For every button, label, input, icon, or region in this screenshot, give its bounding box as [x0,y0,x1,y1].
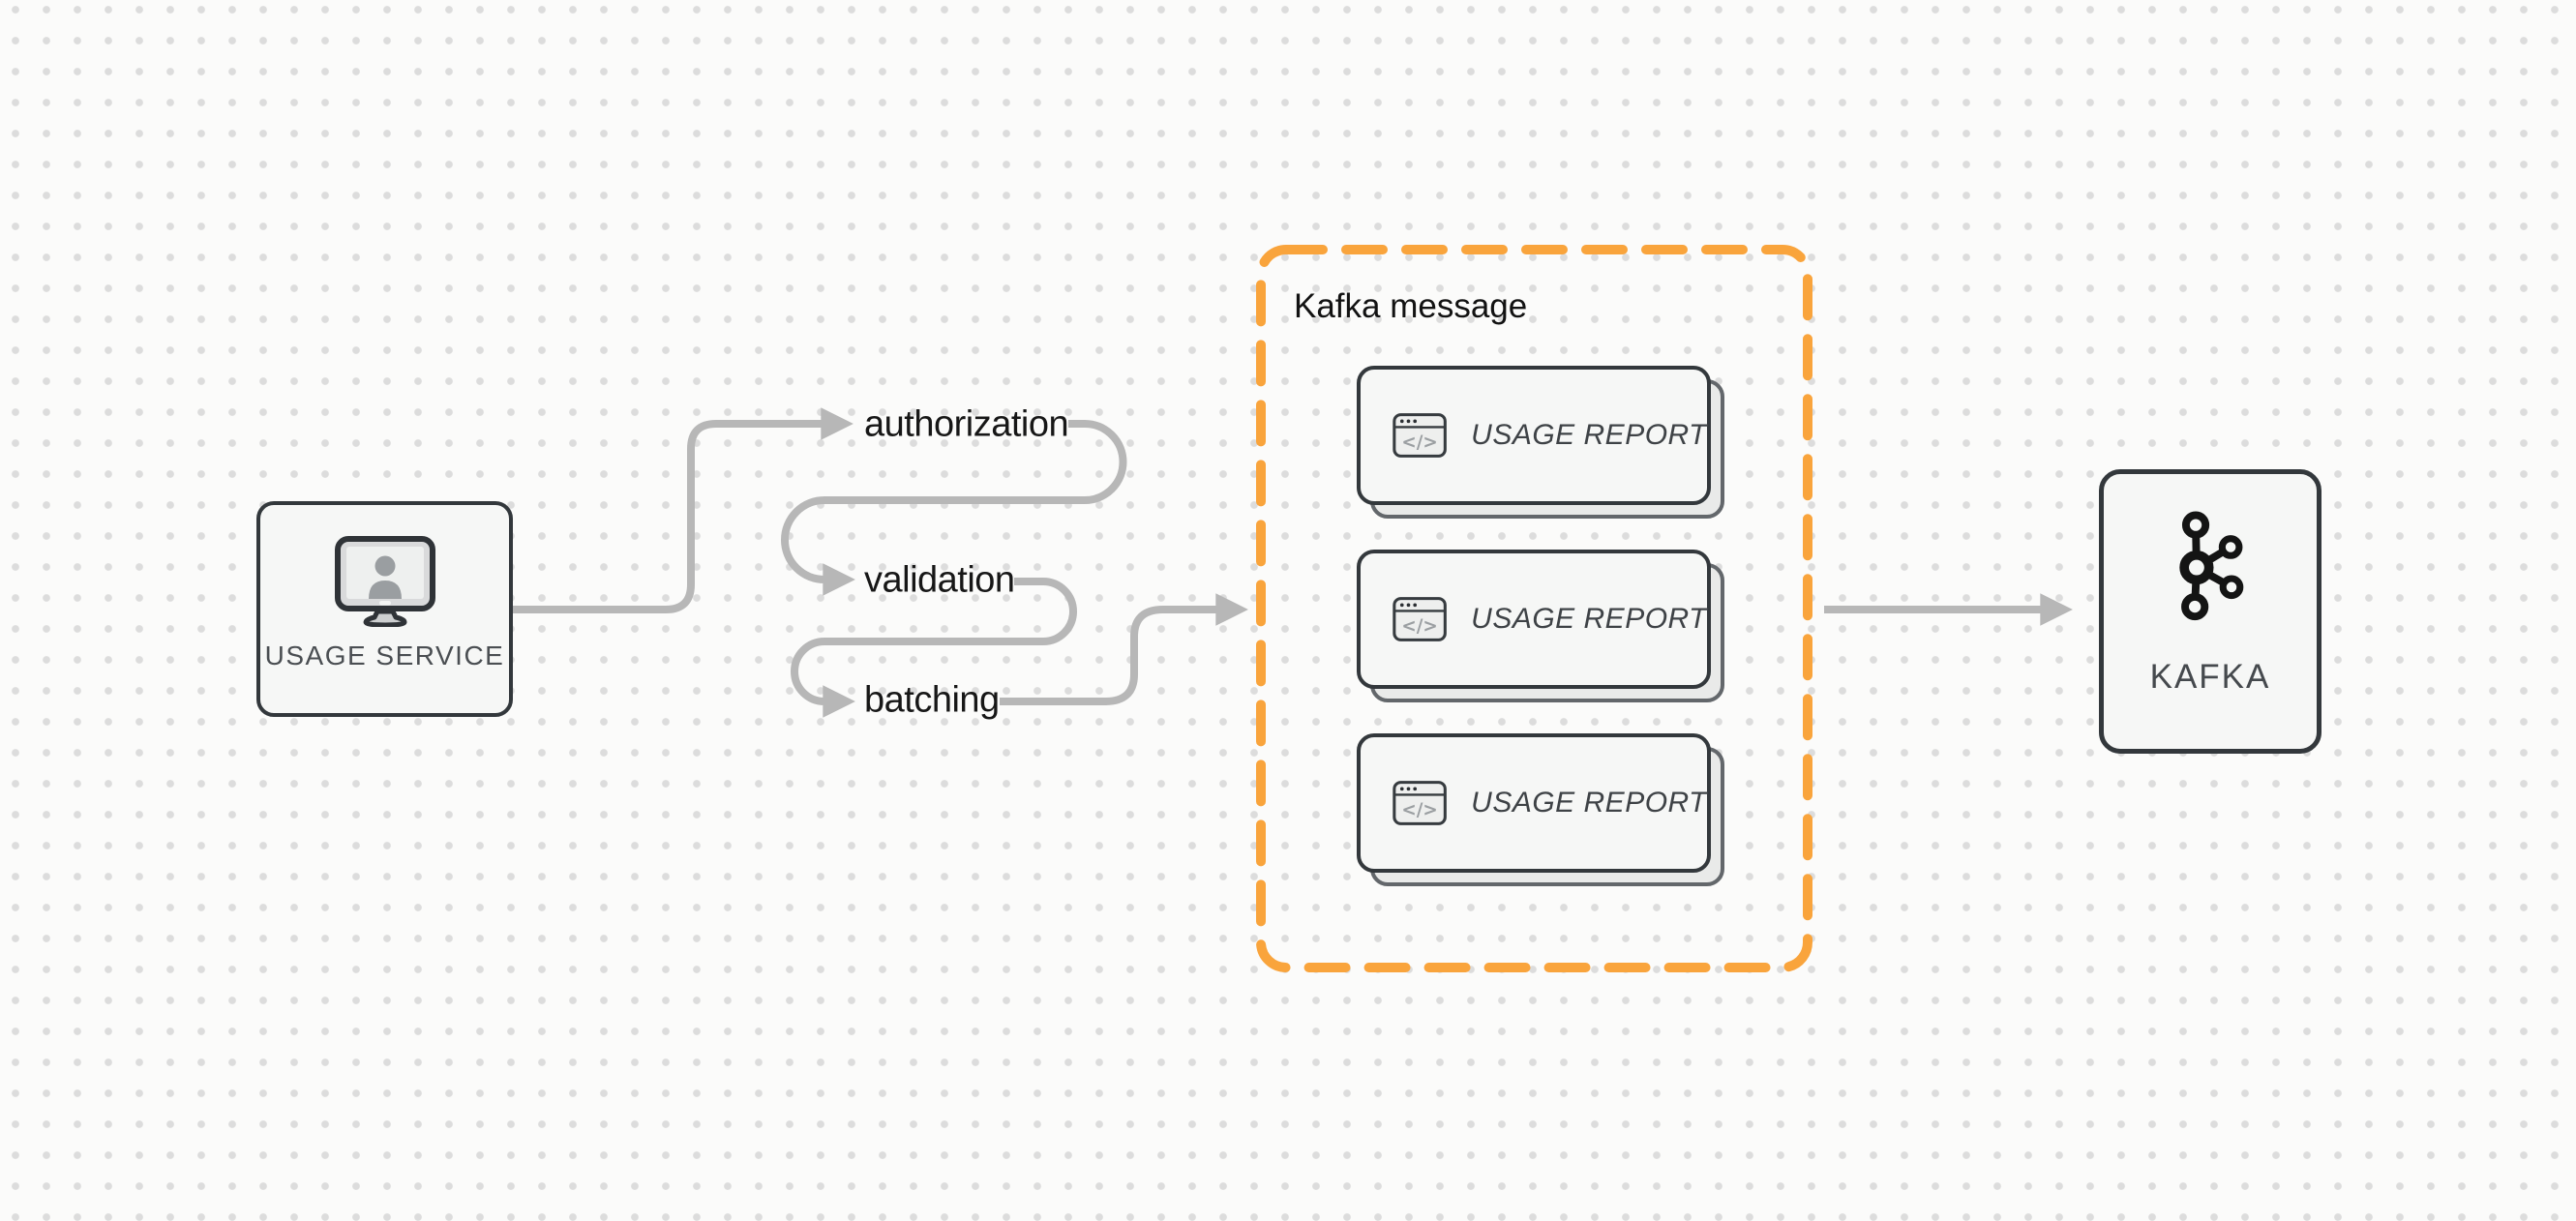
arrow-batching-to-group [1000,593,1248,705]
kafka-logo-icon [2179,511,2244,621]
usage-service-node: USAGE SERVICE [256,501,513,717]
card-front: </> USAGE REPORT [1357,366,1711,505]
kafka-label: KAFKA [2149,658,2271,696]
usage-report-card: </> USAGE REPORT [1357,733,1724,886]
usage-report-label: USAGE REPORT [1471,787,1707,819]
browser-code-icon: </> [1393,781,1447,825]
arrow-validation-to-batching [791,578,1077,718]
browser-code-icon: </> [1393,597,1447,641]
kafka-message-group-border [1256,245,1812,972]
svg-text:</>: </> [1401,616,1437,637]
card-front: </> USAGE REPORT [1357,733,1711,873]
usage-report-card: </> USAGE REPORT [1357,550,1724,702]
arrow-usage-to-authorization [513,407,854,613]
arrow-authorization-to-validation [781,420,1127,596]
svg-text:</>: </> [1401,800,1437,820]
browser-code-icon: </> [1393,413,1447,458]
kafka-message-group-title: Kafka message [1294,287,1528,326]
svg-text:</>: </> [1401,432,1437,453]
usage-report-card: </> USAGE REPORT [1357,366,1724,519]
kafka-node: KAFKA [2099,469,2321,754]
step-label-authorization: authorization [864,403,1069,445]
monitor-user-icon [334,536,435,627]
usage-service-label: USAGE SERVICE [264,640,505,670]
step-label-validation: validation [864,559,1015,601]
step-label-batching: batching [864,679,1000,721]
card-front: </> USAGE REPORT [1357,550,1711,689]
usage-report-label: USAGE REPORT [1471,603,1707,635]
usage-report-label: USAGE REPORT [1471,419,1707,451]
